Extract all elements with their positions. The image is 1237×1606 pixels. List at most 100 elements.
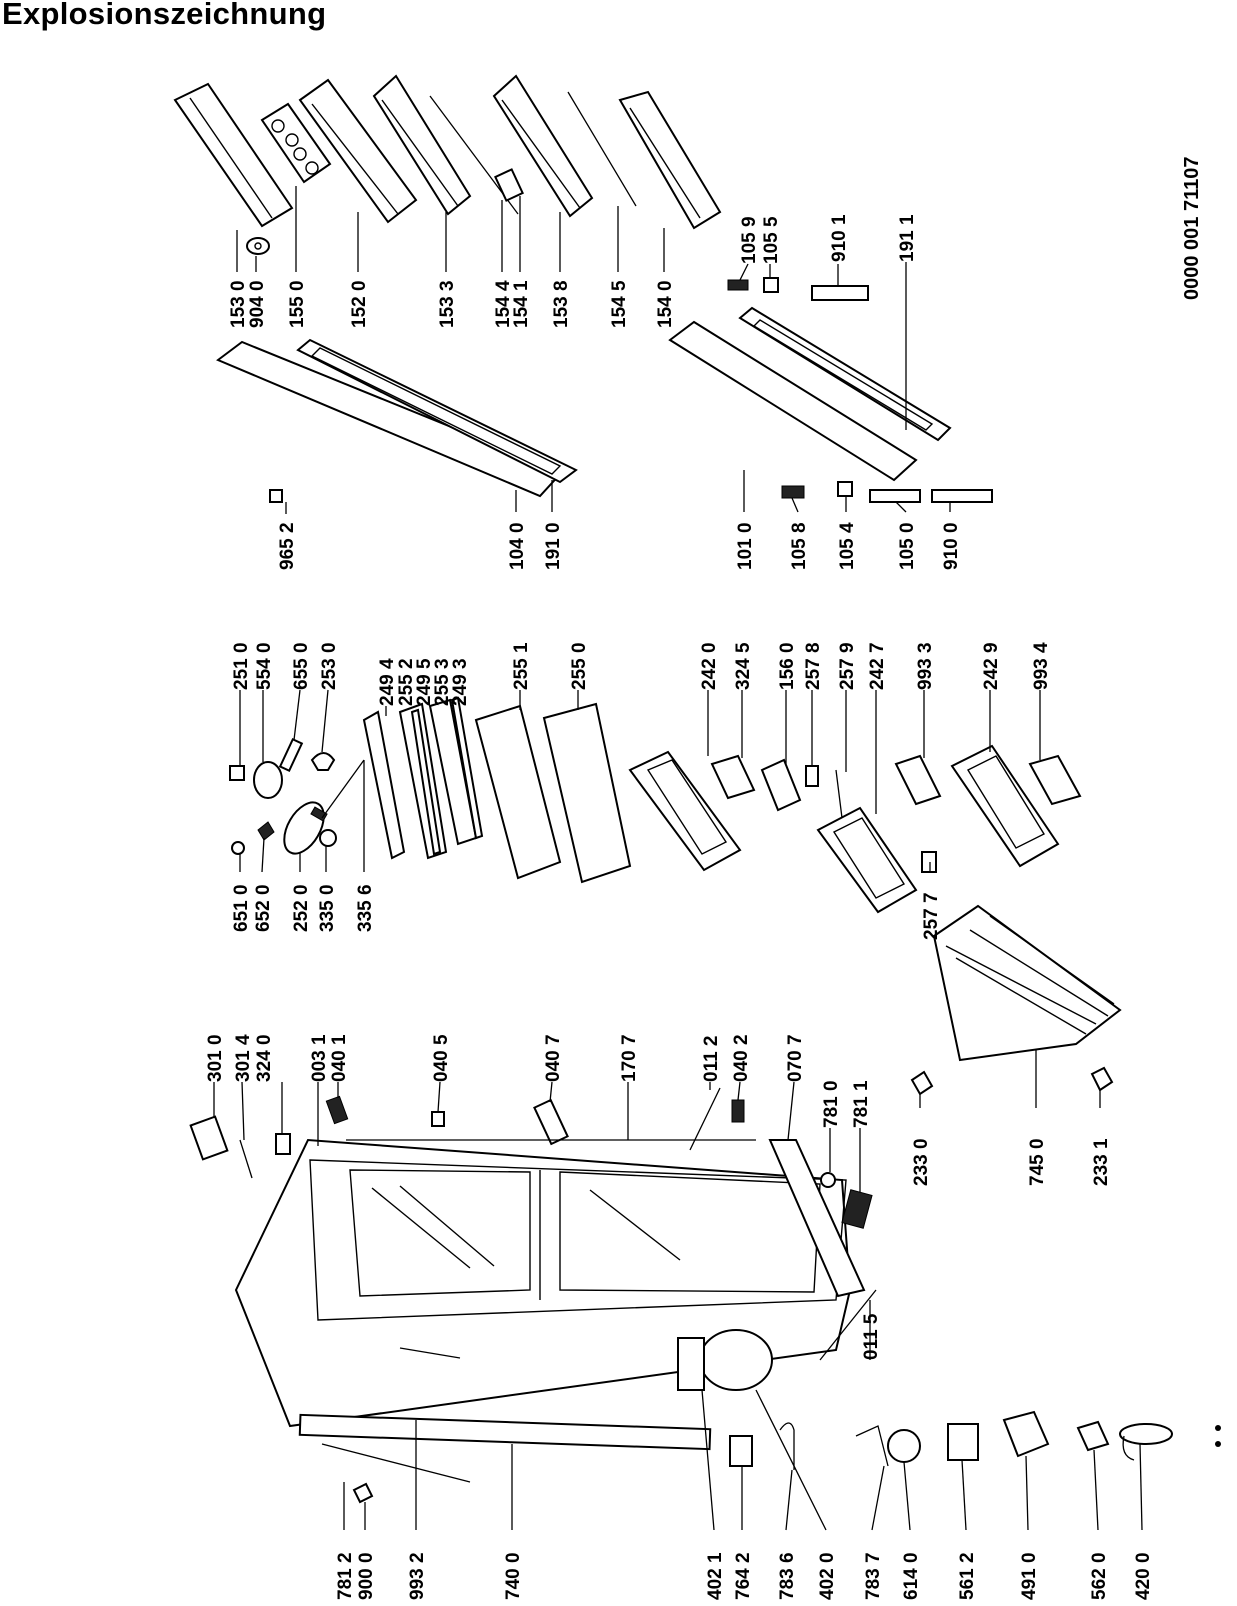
part-191-0: [296, 338, 578, 484]
label-781-1: 781 1: [851, 1080, 872, 1128]
part-233-1: [1090, 1066, 1114, 1092]
label-910-0: 910 0: [941, 522, 962, 570]
part-783-6: [779, 1422, 795, 1470]
part-745-0: [932, 904, 1122, 1062]
label-255-2: 255 2: [396, 658, 417, 706]
cabinet-group: [189, 1087, 877, 1504]
document-number: 0000 001 71107: [1181, 157, 1203, 301]
label-040-7: 040 7: [543, 1034, 564, 1082]
label-651-0: 651 0: [231, 884, 252, 932]
label-253-0: 253 0: [319, 642, 340, 690]
part-249-4: [362, 710, 406, 860]
part-781-1: [841, 1189, 873, 1229]
part-040-2: [731, 1099, 745, 1123]
label-993-3: 993 3: [915, 642, 936, 690]
label-301-0: 301 0: [205, 1034, 226, 1082]
label-101-0: 101 0: [735, 522, 756, 570]
part-904-0: [246, 237, 270, 255]
label-993-4: 993 4: [1031, 642, 1052, 690]
part-562-0: [1076, 1420, 1110, 1452]
wire-basket-group: [910, 904, 1122, 1096]
part-154-0: [618, 90, 722, 230]
label-040-5: 040 5: [431, 1034, 452, 1082]
part-011-2: [689, 1087, 721, 1151]
part-554-0: [253, 761, 283, 799]
part-781-0: [820, 1172, 836, 1188]
compressor-group: [677, 1329, 1173, 1470]
label-255-3: 255 3: [432, 658, 453, 706]
label-003-1: 003 1: [309, 1034, 330, 1082]
part-257-7: [921, 851, 937, 873]
label-301-4: 301 4: [233, 1034, 254, 1082]
label-783-7: 783 7: [863, 1552, 884, 1600]
label-105-8: 105 8: [789, 522, 810, 570]
label-153-3: 153 3: [437, 280, 458, 328]
part-783-7: [855, 1425, 889, 1467]
label-242-0: 242 0: [699, 642, 720, 690]
part-040-1: [325, 1095, 349, 1125]
page-title: Explosionszeichnung: [2, 0, 327, 31]
label-156-0: 156 0: [777, 642, 798, 690]
label-255-1: 255 1: [511, 642, 532, 690]
part-900-0: [352, 1482, 374, 1504]
label-242-9: 242 9: [981, 642, 1002, 690]
part-910-1: [811, 285, 869, 301]
part-105-9: [727, 279, 749, 291]
part-011-5: [819, 1289, 877, 1361]
label-105-4: 105 4: [837, 522, 858, 570]
label-402-0: 402 0: [817, 1552, 838, 1600]
label-249-5: 249 5: [414, 658, 435, 706]
part-993-3: [894, 754, 942, 806]
label-257-9: 257 9: [837, 642, 858, 690]
part-labels: 153 0 904 0 155 0 152 0 153 3 154 4 154 …: [205, 157, 1203, 1601]
label-420-0: 420 0: [1133, 1552, 1154, 1600]
label-249-3: 249 3: [450, 658, 471, 706]
part-253-0: [310, 752, 336, 771]
part-154-1: [494, 168, 524, 202]
part-257-8: [805, 765, 819, 787]
part-255-0: [542, 702, 632, 884]
label-335-6: 335 6: [355, 884, 376, 932]
label-105-0: 105 0: [897, 522, 918, 570]
part-242-0: [628, 750, 742, 872]
label-170-7: 170 7: [619, 1034, 640, 1082]
part-420-0: [1119, 1423, 1173, 1445]
part-993-2: [399, 1347, 461, 1359]
label-562-0: 562 0: [1089, 1552, 1110, 1600]
part-335-0: [319, 829, 337, 847]
label-255-0: 255 0: [569, 642, 590, 690]
part-153-3: [372, 74, 472, 216]
part-191-1: [738, 306, 952, 442]
label-011-2: 011 2: [701, 1036, 722, 1083]
part-070-7: [768, 1139, 866, 1298]
part-105-8: [781, 485, 805, 499]
label-233-1: 233 1: [1091, 1138, 1112, 1186]
label-040-2: 040 2: [731, 1034, 752, 1082]
label-402-1: 402 1: [705, 1552, 726, 1600]
label-251-0: 251 0: [231, 642, 252, 690]
label-153-8: 153 8: [551, 280, 572, 328]
part-965-2: [269, 489, 283, 503]
label-783-6: 783 6: [777, 1552, 798, 1600]
label-900-0: 900 0: [356, 1552, 377, 1600]
edge-dots: [1215, 1425, 1221, 1447]
label-781-2: 781 2: [335, 1552, 356, 1600]
part-402-0: [699, 1329, 773, 1391]
part-105-4: [837, 481, 853, 497]
label-233-0: 233 0: [911, 1138, 932, 1186]
label-252-0: 252 0: [291, 884, 312, 932]
part-153-8: [492, 74, 594, 218]
part-491-0: [1002, 1410, 1050, 1458]
label-191-1: 191 1: [897, 214, 918, 262]
label-910-1: 910 1: [829, 214, 850, 262]
label-324-5: 324 5: [733, 642, 754, 690]
part-655-0: [278, 737, 304, 773]
leader-lines: [213, 186, 1143, 1531]
drawers-group: [628, 744, 1082, 914]
label-335-0: 335 0: [317, 884, 338, 932]
label-105-9: 105 9: [739, 216, 760, 264]
part-251-0: [229, 765, 245, 781]
label-153-0: 153 0: [228, 280, 249, 328]
part-781-2: [321, 1443, 471, 1483]
